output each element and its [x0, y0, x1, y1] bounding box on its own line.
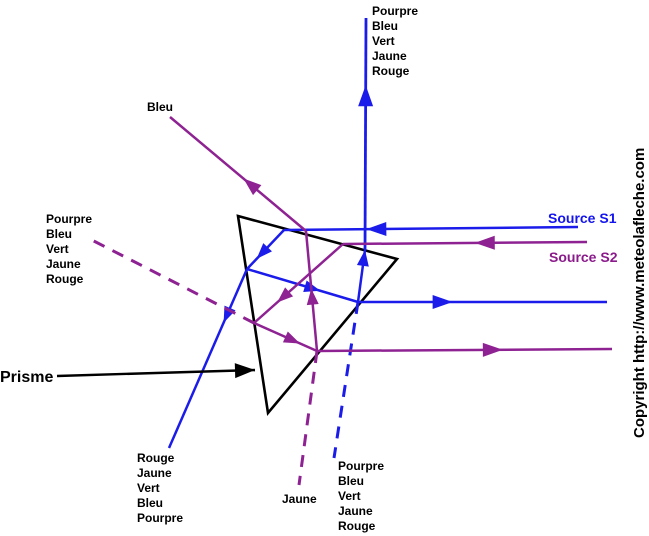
- ray-s1-exit-ray-top: [358, 17, 374, 251]
- label-source-s2: Source S2: [549, 249, 618, 265]
- label-source-s1: Source S1: [548, 210, 617, 226]
- copyright-watermark: Copyright http://www.meteolafleche.com: [631, 148, 648, 438]
- label-spectrum-bottom-left-line: Vert: [137, 481, 160, 495]
- ray-s2-virtual-ray-down: [297, 350, 319, 486]
- label-spectrum-left-line: Bleu: [46, 227, 72, 241]
- ray-s1-virtual-ray-down: [332, 301, 360, 459]
- label-spectrum-top-line: Bleu: [372, 19, 398, 33]
- label-spectrum-bottom-center-line: Vert: [338, 489, 361, 503]
- label-spectrum-top-line: Pourpre: [372, 4, 418, 18]
- s2-internal-ray-2-arrowhead-icon: [282, 331, 300, 344]
- s1-internal-ray-2: [246, 267, 359, 304]
- s2-exit-ray-topleft: [169, 116, 307, 232]
- ray-s1-incoming-ray: [283, 221, 579, 236]
- s1-exit-ray-top: [363, 17, 368, 251]
- prisme-pointer-arrow: [56, 368, 256, 378]
- label-spectrum-bottom-center-line: Bleu: [338, 474, 364, 488]
- label-jaune-bottom: Jaune: [282, 492, 317, 506]
- label-source-s1-line: Source S1: [548, 210, 617, 226]
- ray-prisme-pointer-arrow: [56, 363, 256, 379]
- ray-s2-virtual-ray-upleft: [85, 235, 255, 325]
- s2-internal-ray-1: [253, 243, 344, 324]
- s1-exit-ray-top-arrowhead-icon: [358, 85, 374, 107]
- s2-internal-ray-1-arrowhead-icon: [277, 287, 294, 303]
- s1-exit-ray-right-arrowhead-icon: [432, 295, 453, 309]
- label-prisme: Prisme: [0, 369, 53, 386]
- s1-incoming-ray-arrowhead-icon: [366, 221, 387, 236]
- label-source-s2-line: Source S2: [549, 249, 618, 265]
- label-bleu-top: Bleu: [147, 100, 173, 114]
- s1-exit-ray-left: [167, 268, 249, 449]
- ray-s1-internal-ray-1: [246, 229, 285, 270]
- label-spectrum-left-line: Pourpre: [46, 212, 92, 226]
- ray-s1-exit-ray-right: [358, 295, 607, 309]
- s1-incoming-ray: [283, 225, 579, 232]
- ray-s1-internal-ray-up: [356, 249, 369, 303]
- ray-s2-internal-ray-up: [304, 230, 319, 352]
- label-jaune-bottom-line: Jaune: [282, 492, 317, 506]
- prisme-pointer-arrow-arrowhead-icon: [234, 363, 255, 379]
- label-spectrum-top-line: Rouge: [372, 64, 410, 78]
- label-spectrum-top-line: Vert: [372, 34, 395, 48]
- s2-virtual-ray-down: [297, 350, 319, 486]
- s1-internal-ray-up-arrowhead-icon: [356, 250, 369, 267]
- s2-exit-ray-right: [316, 347, 613, 353]
- ray-s2-internal-ray-1: [253, 243, 344, 324]
- s1-internal-ray-1-arrowhead-icon: [256, 243, 272, 259]
- label-spectrum-left-line: Rouge: [46, 272, 84, 286]
- prism-triangle: [236, 214, 400, 417]
- label-prisme-line: Prisme: [0, 369, 53, 386]
- ray-s2-internal-ray-2: [253, 321, 318, 353]
- ray-s2-incoming-ray: [342, 235, 588, 250]
- label-spectrum-bottom-center-line: Pourpre: [338, 459, 384, 473]
- s2-internal-ray-up-arrowhead-icon: [306, 288, 319, 306]
- label-spectrum-bottom-left-line: Jaune: [137, 466, 172, 480]
- label-spectrum-left-line: Jaune: [46, 257, 81, 271]
- ray-s2-exit-ray-right: [316, 342, 613, 357]
- s2-exit-ray-right-arrowhead-icon: [482, 342, 503, 357]
- s2-incoming-ray: [342, 240, 588, 246]
- label-spectrum-left-line: Vert: [46, 242, 69, 256]
- label-spectrum-top-line: Jaune: [372, 49, 407, 63]
- s2-incoming-ray-arrowhead-icon: [474, 235, 495, 250]
- label-spectrum-bottom-left-line: Bleu: [137, 496, 163, 510]
- s1-virtual-ray-down: [332, 301, 360, 459]
- label-spectrum-bottom-center-line: Jaune: [338, 504, 373, 518]
- label-spectrum-bottom-left-line: Rouge: [137, 451, 175, 465]
- s2-exit-ray-topleft-arrowhead-icon: [243, 178, 262, 196]
- ray-s2-exit-ray-topleft: [169, 116, 307, 232]
- label-bleu-top-line: Bleu: [147, 100, 173, 114]
- label-spectrum-bottom-center-line: Rouge: [338, 519, 376, 533]
- label-spectrum-bottom-left-line: Pourpre: [137, 511, 183, 525]
- s2-virtual-ray-upleft: [85, 235, 255, 325]
